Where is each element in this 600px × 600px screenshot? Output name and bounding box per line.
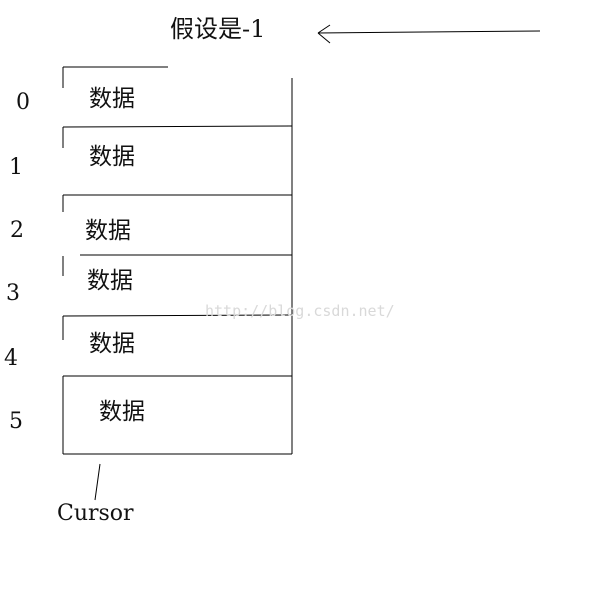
row-index-4: 4 [4,346,18,371]
cell-data-1: 数据 [89,144,135,170]
assumption-label: 假设是-1 [170,15,265,43]
cell-data-5: 数据 [99,399,145,425]
cell-data-3: 数据 [87,268,133,294]
watermark-text: http://blog.csdn.net/ [205,302,395,320]
cell-data-2: 数据 [85,218,131,244]
cursor-pointer-line [94,463,101,501]
cell-data-4: 数据 [89,331,135,357]
cursor-table [62,66,293,455]
cursor-label: Cursor [57,501,134,526]
row-index-5: 5 [9,409,23,434]
pointer-arrow [317,24,541,44]
row-index-2: 2 [10,218,24,243]
cell-data-0: 数据 [89,86,135,112]
row-index-1: 1 [9,155,23,180]
row-index-3: 3 [6,281,20,306]
row-index-0: 0 [16,90,30,115]
